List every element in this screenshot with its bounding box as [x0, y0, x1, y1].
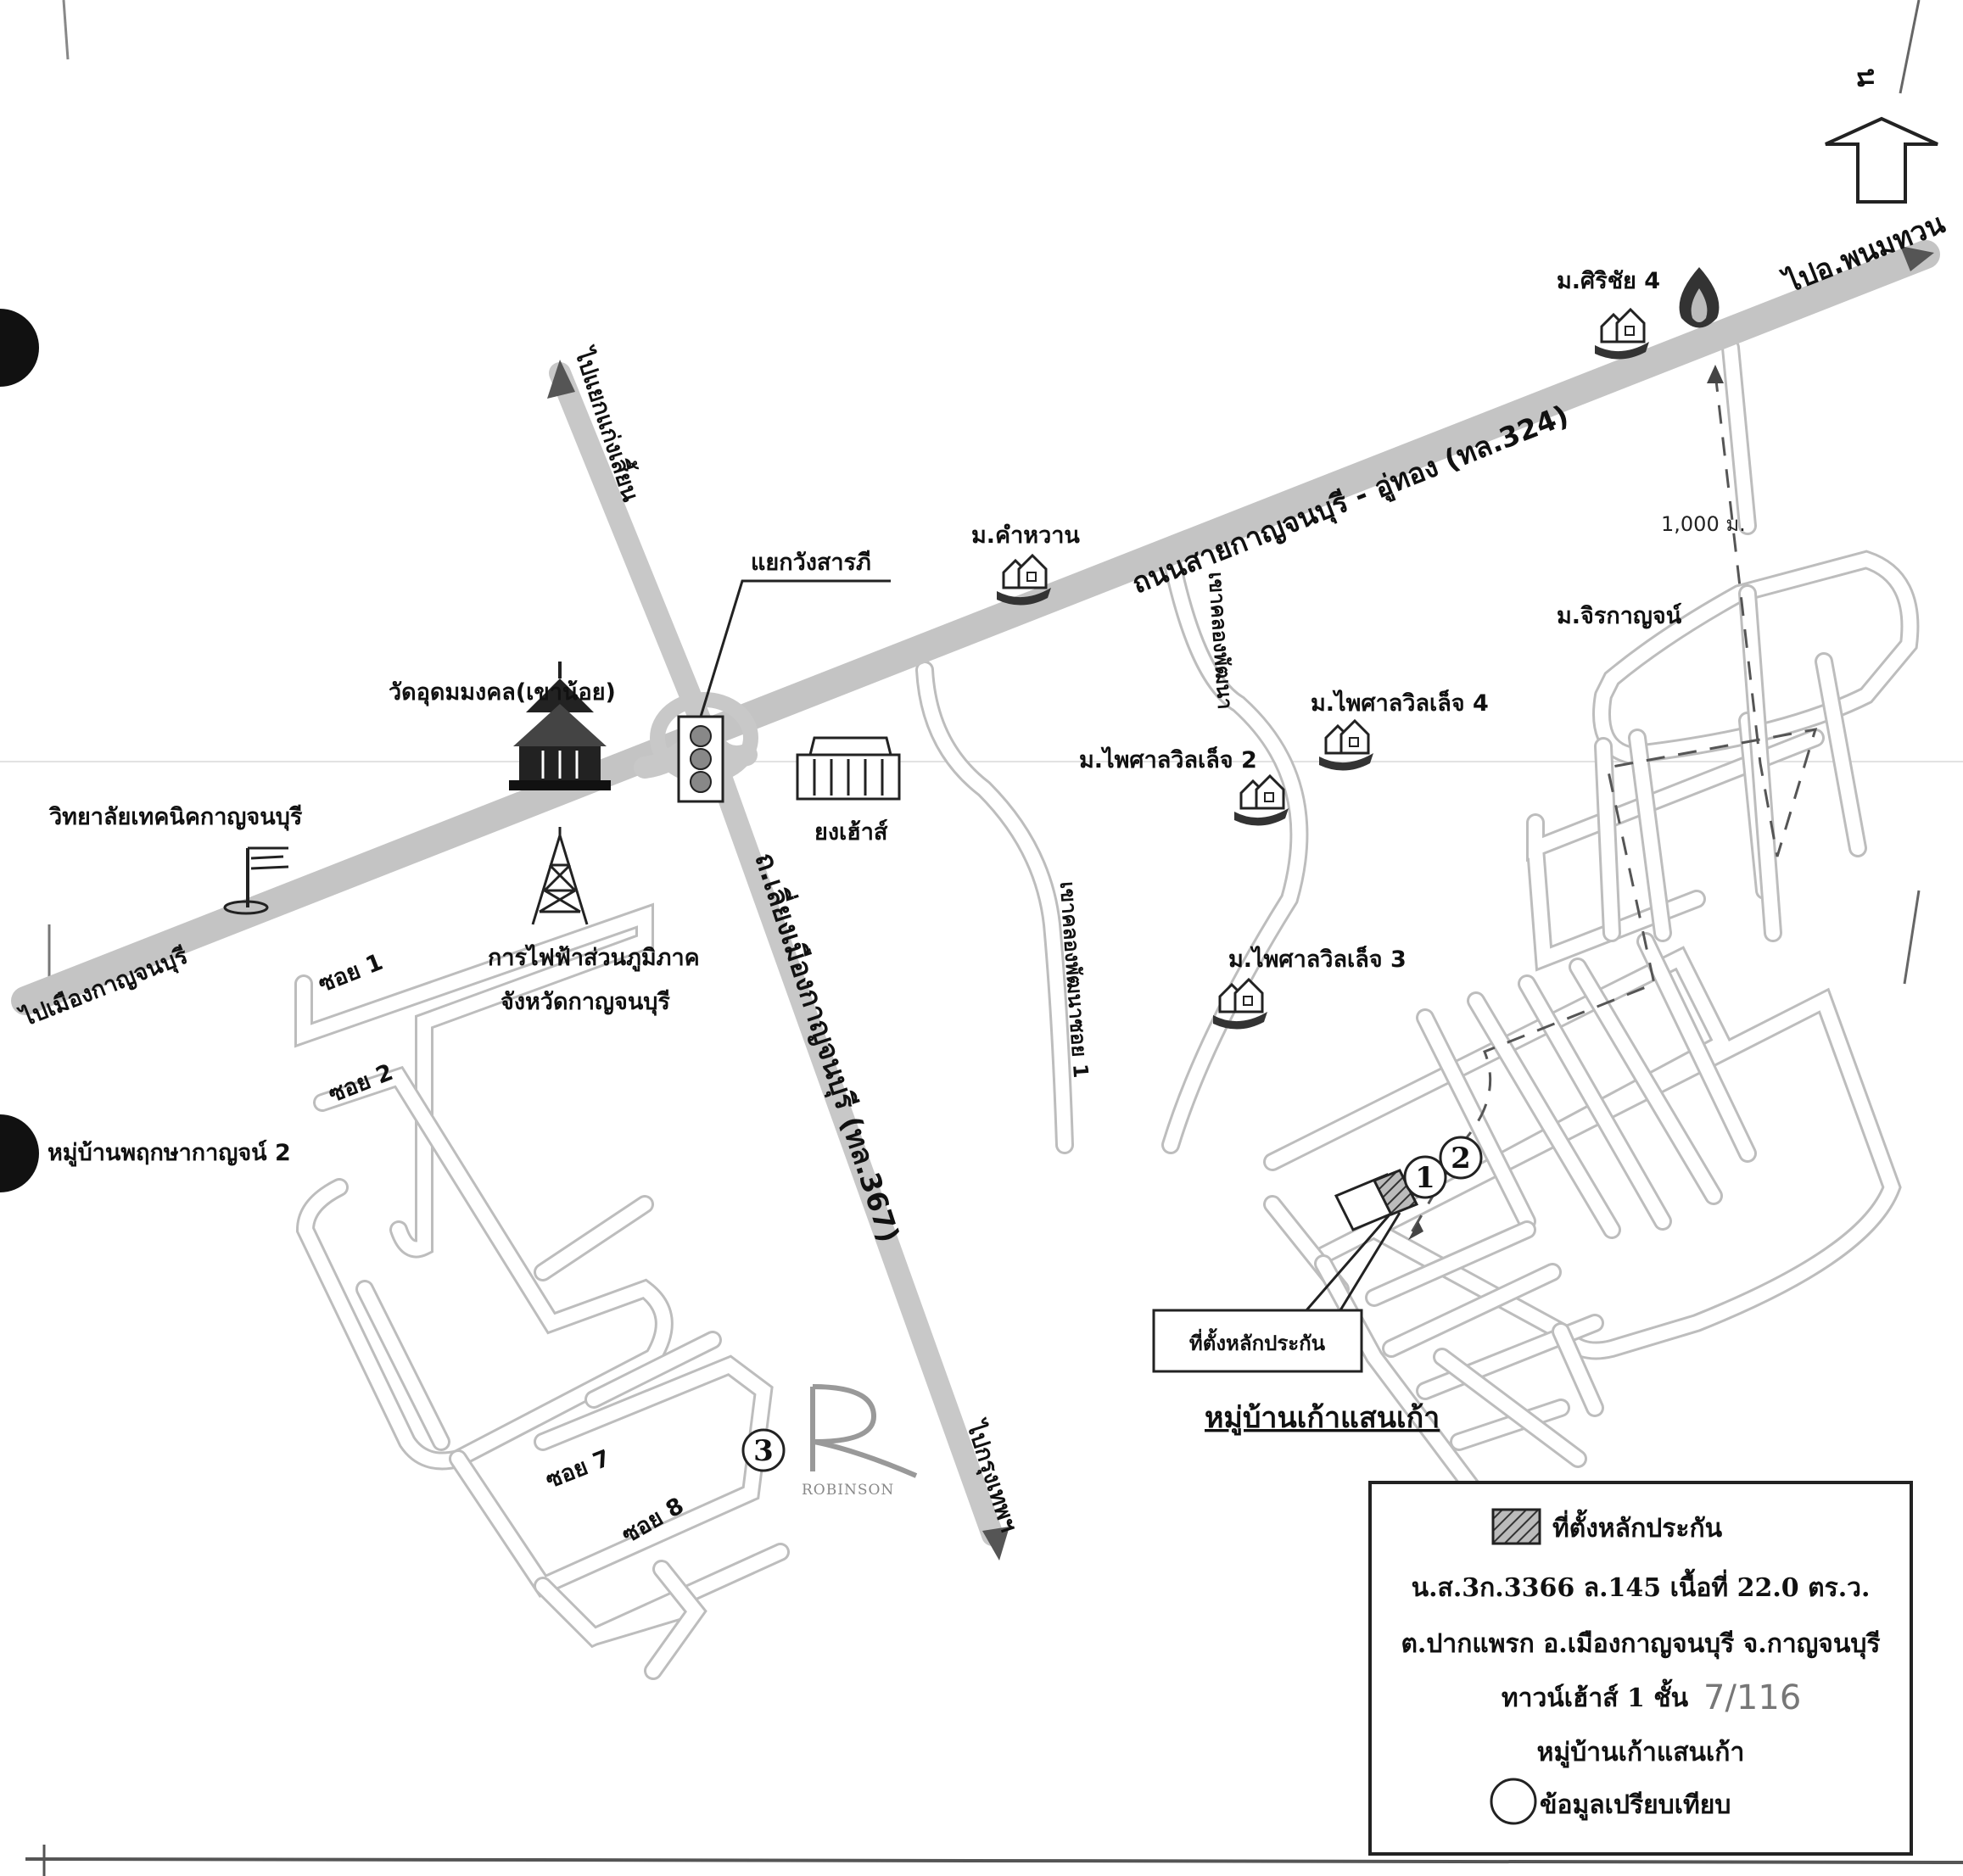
building-icon [796, 736, 901, 801]
label-paisan3: ม.ไพศาลวิลเล็จ 3 [1228, 944, 1407, 973]
legend-type: ทาวน์เฮ้าส์ 1 ชั้น [1502, 1678, 1689, 1713]
label-khamwan: ม.คำหวาน [971, 522, 1080, 549]
legend: ที่ตั้งหลักประกัน น.ส.3ก.3366 ล.145 เนื้… [1368, 1481, 1913, 1856]
legend-comparison: ข้อมูลเปรียบเทียบ [1540, 1790, 1731, 1821]
binder-hole-bottom [0, 1114, 39, 1192]
label-soi-1: ซอย 1 [315, 949, 386, 998]
label-soi-7: ซอย 7 [542, 1445, 613, 1494]
house-icon-paisan2 [1233, 774, 1290, 828]
road-arrows [547, 246, 1934, 1561]
house-icon-paisan4 [1317, 719, 1375, 773]
label-jirakan: ม.จิรกาญจน์ [1557, 602, 1682, 629]
label-paisan4: ม.ไพศาลวิลเล็จ 4 [1311, 688, 1489, 717]
north-label: น [1851, 68, 1884, 87]
temple-icon [509, 662, 611, 790]
legend-collateral: ที่ตั้งหลักประกัน [1552, 1509, 1723, 1544]
label-college: วิทยาลัยเทคนิคกาญจนบุรี [48, 804, 303, 831]
north-arrow-icon [1825, 116, 1938, 204]
power-tower-icon [531, 827, 589, 925]
house-icon-sirichai [1593, 308, 1651, 361]
label-sirichai: ม.ศิริชัย 4 [1557, 268, 1660, 294]
legend-location: ต.ปากแพรก อ.เมืองกาญจนบุรี จ.กาญจนบุรี [1401, 1629, 1880, 1660]
collateral-callout [1152, 1309, 1363, 1373]
label-paisan2: ม.ไพศาลวิลเล็จ 2 [1079, 745, 1257, 773]
collateral-plot [1305, 1169, 1419, 1311]
label-pea-line2: จังหวัดกาญจนบุรี [501, 989, 670, 1016]
marker-2 [1439, 1136, 1483, 1180]
house-icon-khamwan [995, 554, 1053, 607]
marker-3 [741, 1428, 786, 1472]
label-highway-324: ถนนสายกาญจนบุรี - อู่ทอง (ทล.324) [1127, 399, 1574, 602]
label-intersection: แยกวังสารภี [751, 550, 871, 576]
marker-1 [1403, 1155, 1447, 1199]
binder-hole-top [0, 309, 39, 387]
label-bypass-367: ถ.เลี่ยงเมืองกาญจนบุรี (ทล.367) [747, 847, 909, 1247]
label-yong-house: ยงเฮ้าส์ [814, 818, 888, 846]
marker-3-label: 3 [753, 1434, 774, 1468]
traffic-light-icon [677, 579, 891, 803]
collateral-callout-label: ที่ตั้งหลักประกัน [1189, 1327, 1326, 1355]
gas-station-icon [1679, 267, 1720, 328]
label-pea-line1: การไฟฟ้าส่วนภูมิภาค [488, 944, 700, 972]
legend-village: หมู่บ้านเก้าแสนเก้า [1537, 1738, 1745, 1768]
label-soi-2: ซอย 2 [325, 1059, 396, 1108]
label-distance: 1,000 ม. [1661, 512, 1746, 536]
label-khlong-1: เขาคลองพัฒนา [1204, 571, 1237, 710]
label-pruksa: หมู่บ้านพฤกษากาญจน์ 2 [48, 1139, 291, 1167]
marker-1-label: 1 [1415, 1161, 1435, 1195]
route-to-collateral [1407, 372, 1818, 1239]
highway-324 [11, 240, 1940, 1015]
robinson-logo [810, 1384, 918, 1478]
house-icon-paisan3 [1211, 978, 1269, 1031]
label-temple: วัดอุดมมงคล(เขาน้อย) [389, 679, 616, 706]
robinson-label: ROBINSON [802, 1482, 894, 1499]
legend-circle-icon [1490, 1778, 1537, 1825]
marker-2-label: 2 [1451, 1142, 1471, 1175]
legend-hatch-swatch [1491, 1508, 1541, 1545]
legend-deed: น.ส.3ก.3366 ล.145 เนื้อที่ 22.0 ตร.ว. [1412, 1568, 1871, 1603]
label-village: หมู่บ้านเก้าแสนเก้า [1205, 1401, 1440, 1436]
college-flag-icon [223, 846, 289, 915]
minor-roads [294, 338, 1920, 1680]
page-mark: 7/116 [1703, 1678, 1801, 1717]
